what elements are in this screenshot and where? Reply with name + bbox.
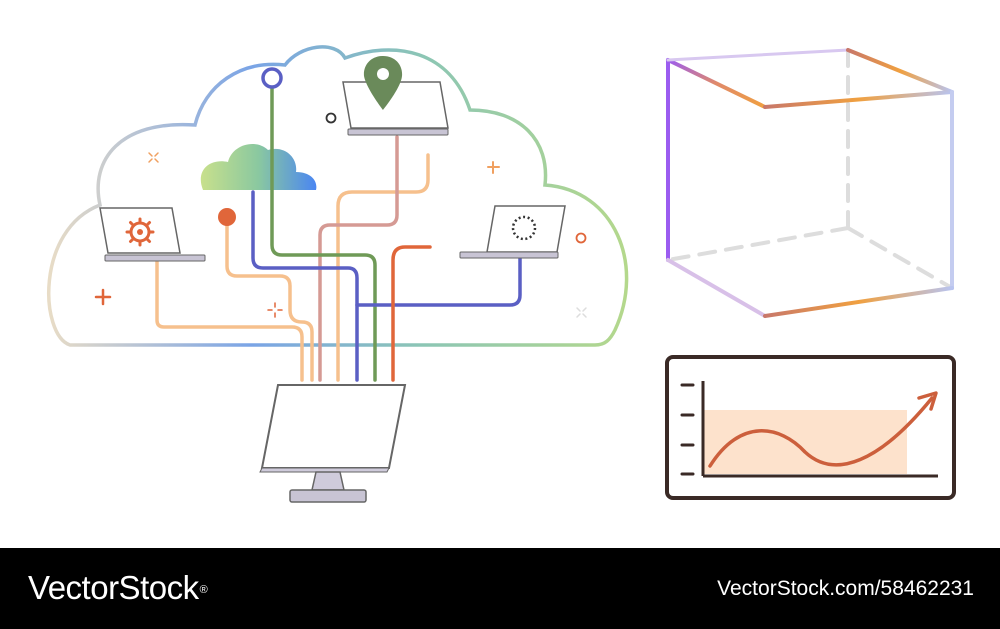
stock-id: VectorStock.com/58462231 xyxy=(717,577,974,600)
star-sparkle-icon xyxy=(267,302,283,318)
plus-sparkle-icon xyxy=(487,161,500,174)
brand-logo: VectorStock® xyxy=(28,568,208,608)
brand-name: VectorStock xyxy=(28,569,199,606)
node-dot-icon xyxy=(218,208,236,226)
map-pin-icon xyxy=(363,56,403,110)
ring-sparkle-icon xyxy=(325,112,337,124)
registered-mark: ® xyxy=(199,584,208,596)
connection-line xyxy=(251,190,359,382)
growth-chart-icon xyxy=(665,355,956,500)
illustration-canvas xyxy=(47,45,956,503)
wireframe-cube-icon xyxy=(666,48,954,318)
desktop-monitor-icon xyxy=(259,384,407,503)
node-ring-icon xyxy=(261,67,283,89)
laptop-icon xyxy=(99,207,206,262)
connection-line xyxy=(355,254,522,307)
connection-line xyxy=(336,153,430,382)
connection-line xyxy=(318,135,399,382)
watermark-footer: VectorStock® VectorStock.com/58462231 xyxy=(0,548,1000,629)
connection-line xyxy=(391,245,432,382)
star-sparkle-icon xyxy=(576,307,587,318)
cloud-outline-icon xyxy=(47,45,629,347)
connection-line xyxy=(155,258,304,382)
ring-sparkle-icon xyxy=(575,232,587,244)
loading-spinner-icon xyxy=(511,215,537,241)
star-sparkle-icon xyxy=(148,152,159,163)
small-cloud-icon xyxy=(200,143,317,190)
gear-icon xyxy=(125,217,155,247)
laptop-icon xyxy=(342,81,449,136)
connection-line xyxy=(225,216,314,382)
laptop-icon xyxy=(459,205,566,259)
plus-sparkle-icon xyxy=(94,288,112,306)
connection-line xyxy=(270,86,377,382)
